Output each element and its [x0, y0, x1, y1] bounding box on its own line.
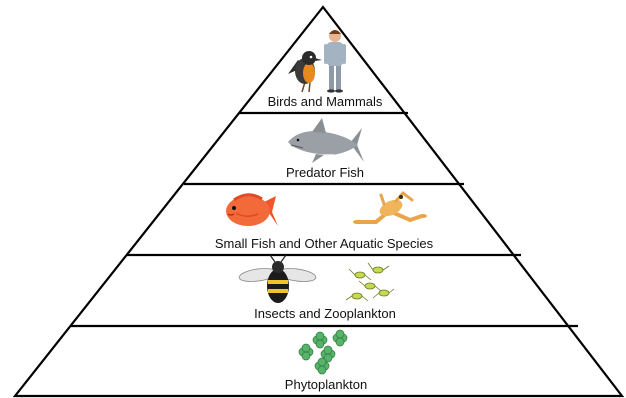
tier-label-birds-and-mammals: Birds and Mammals	[268, 94, 383, 109]
tier-label-small-fish: Small Fish and Other Aquatic Species	[215, 236, 434, 251]
tier-label-insects-zooplankton: Insects and Zooplankton	[254, 306, 396, 321]
tier-label-predator-fish: Predator Fish	[286, 165, 364, 180]
tier-label-phytoplankton: Phytoplankton	[285, 377, 367, 392]
